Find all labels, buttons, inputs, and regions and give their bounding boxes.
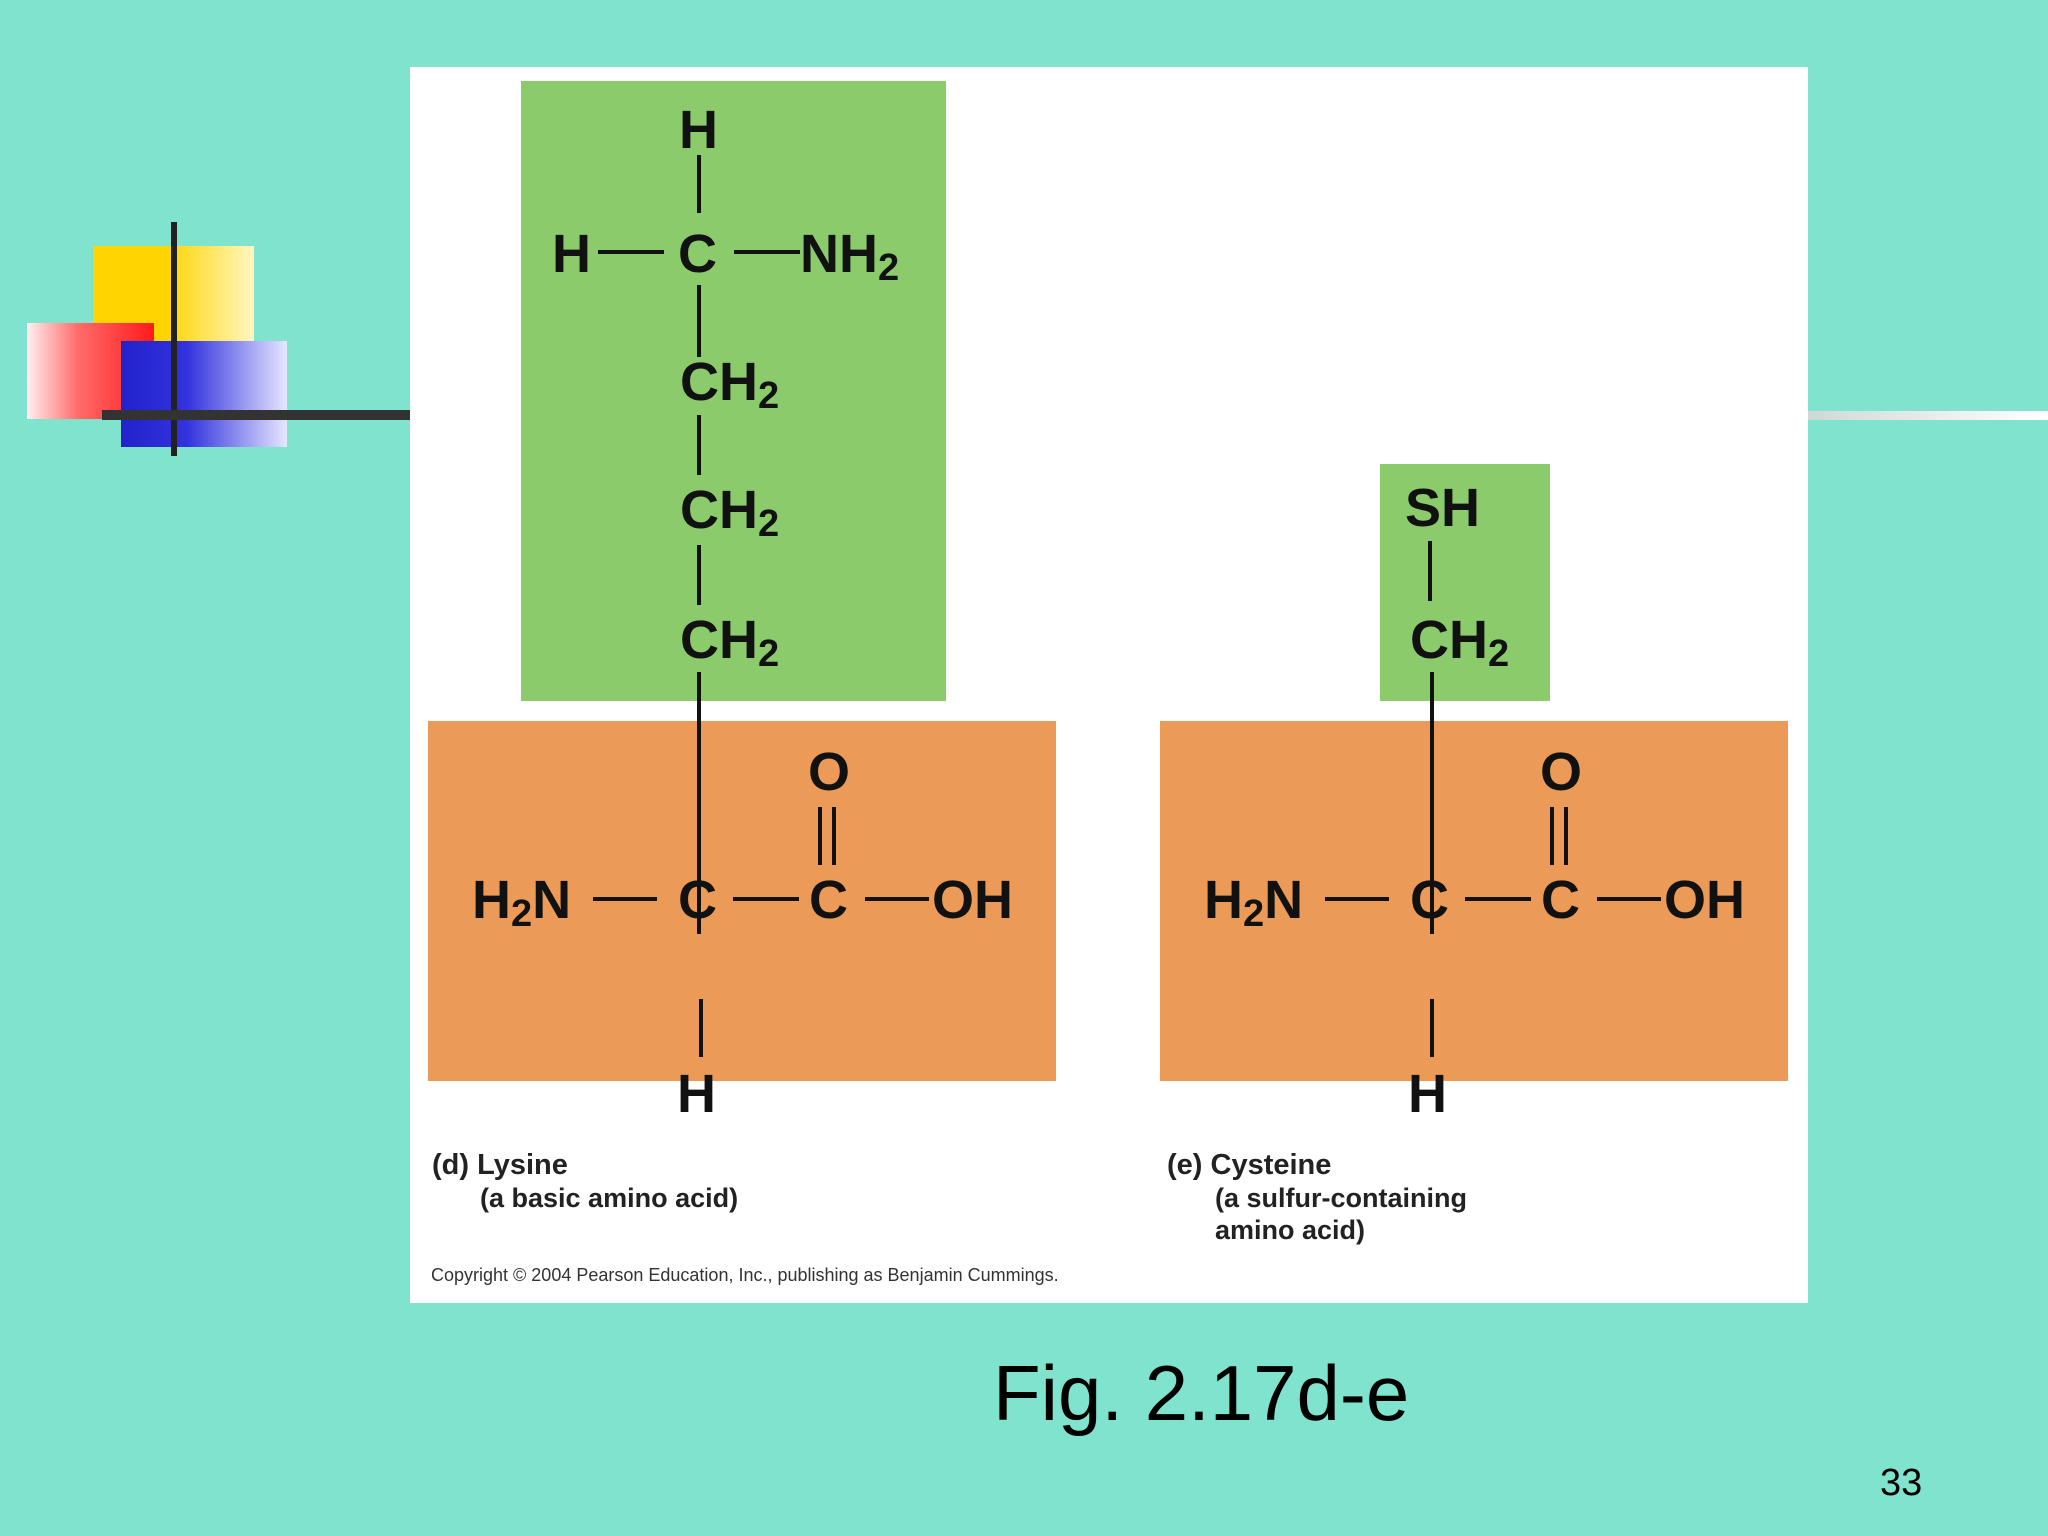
lysine-atom-c-alpha: C [678,870,717,930]
lysine-bond [697,285,701,357]
lysine-bond [697,545,701,605]
divider-line-right [1804,411,2048,420]
cysteine-caption-subtitle-2: amino acid) [1215,1215,1366,1245]
cysteine-atom-o: O [1540,742,1583,802]
lysine-atom-h-bottom: H [677,1064,716,1124]
lysine-caption-subtitle: (a basic amino acid) [480,1183,739,1213]
lysine-caption-title: (d) Lysine [432,1149,568,1181]
lysine-atom-h-top: H [679,100,718,160]
page-number: 33 [1880,1462,1923,1504]
cysteine-bond [1597,897,1661,901]
lysine-atom-ch2-3: CH2 [680,610,780,675]
lysine-bond [733,897,799,901]
lysine-atom-o: O [808,742,851,802]
cysteine-bond [1465,897,1531,901]
lysine-double-bond [832,807,836,865]
lysine-atom-h-left: H [552,224,591,284]
cysteine-caption-subtitle-1: (a sulfur-containing [1215,1183,1467,1213]
cysteine-atom-h2n: H2N [1204,870,1304,935]
lysine-bond [865,897,929,901]
cysteine-atom-oh: OH [1664,870,1745,930]
cysteine-atom-c-alpha: C [1410,870,1449,930]
cysteine-double-bond [1564,807,1568,865]
cysteine-bond [1430,999,1434,1057]
cysteine-atom-ch2: CH2 [1410,610,1510,675]
cysteine-double-bond [1550,807,1554,865]
cysteine-side-chain-box [1380,464,1550,701]
lysine-atom-h2n: H2N [472,870,572,935]
cysteine-bond [1325,897,1389,901]
lysine-atom-c-top: C [678,224,717,284]
cysteine-backbone-box [1160,721,1788,1081]
logo-horizontal-line [102,410,422,420]
cysteine-atom-sh: SH [1405,478,1481,538]
lysine-backbone-box [428,721,1056,1081]
logo-blue-square [121,341,287,447]
lysine-bond [598,250,664,254]
lysine-side-chain-box [521,81,946,701]
lysine-atom-c-carboxyl: C [809,870,848,930]
copyright-notice: Copyright © 2004 Pearson Education, Inc.… [431,1265,1059,1285]
lysine-atom-oh: OH [932,870,1013,930]
lysine-atom-ch2-1: CH2 [680,352,780,417]
lysine-atom-nh2: NH2 [800,224,900,289]
cysteine-bond [1428,541,1432,601]
lysine-double-bond [818,807,822,865]
cysteine-atom-c-carboxyl: C [1541,870,1580,930]
lysine-bond [697,415,701,475]
lysine-atom-ch2-2: CH2 [680,480,780,545]
cysteine-atom-h-bottom: H [1408,1064,1447,1124]
lysine-bond [697,672,701,934]
lysine-bond [697,155,701,213]
lysine-bond [734,250,800,254]
amino-acid-figure: H H C NH2 CH2 CH2 CH2 O H2N C C OH H (d)… [410,67,1808,1303]
lysine-bond [593,897,657,901]
logo-vertical-line [171,222,177,456]
lysine-bond [699,999,703,1057]
cysteine-caption-title: (e) Cysteine [1167,1149,1332,1181]
figure-label: Fig. 2.17d-e [993,1349,1410,1437]
cysteine-bond [1430,672,1434,934]
